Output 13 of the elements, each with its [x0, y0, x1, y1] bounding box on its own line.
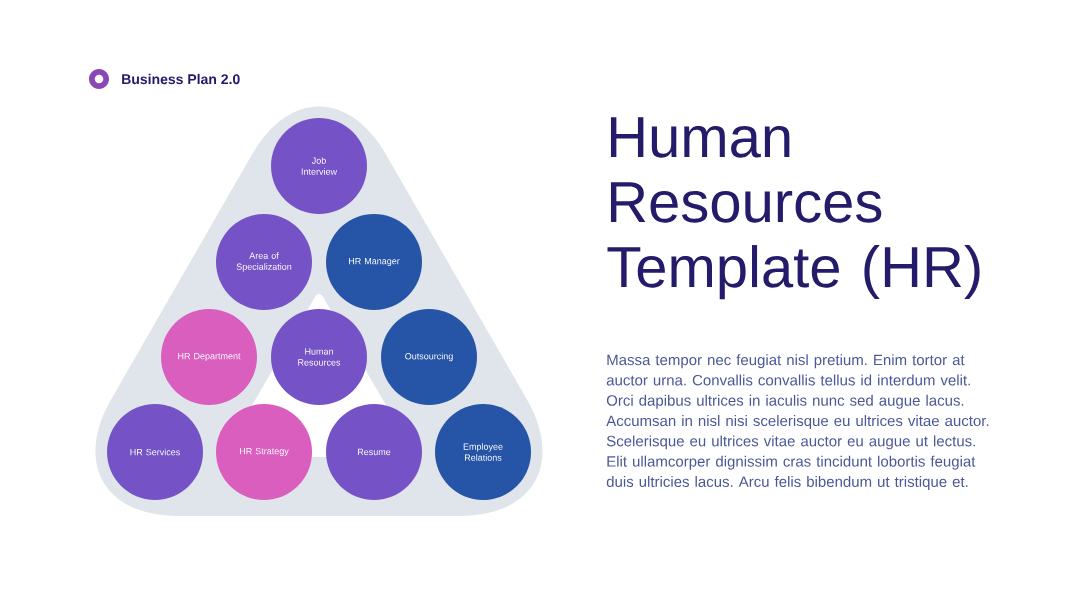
circle-label: Outsourcing — [405, 352, 453, 362]
circle-label: HR Department — [178, 352, 241, 361]
slide-title: Human Resources Template (HR) — [607, 117, 980, 300]
circle-label: Resume — [358, 448, 391, 456]
circle-label: HR Strategy — [240, 447, 289, 457]
circle-label: Job Interview — [301, 157, 338, 175]
circle-label: HR Manager — [349, 257, 400, 267]
circle-label: HR Services — [130, 448, 180, 456]
circle-label: Human Resources — [298, 348, 341, 366]
circle-label: Area of Specialization — [236, 252, 292, 272]
circle-label: Employee Relations — [463, 443, 503, 461]
body-text: Massa tempor nec feugiat nisl pretium. Enim tortor at auctor urna. Convallis convallis tellus id interdum velit. Orci dapibus ultrices in iaculis nunc sed augue lacus. Accumsan in nisl nisi scelerisque eu ultrices vitae auctor. Scelerisque eu ultrices vitae auctor eu augue ut lectus. Elit ullamcorper dignissim cras tincidunt lobortis feugiat duis ultricies lacus. Arcu felis bibendum ut tristique et. — [606, 354, 989, 490]
header-text: Business Plan 2.0 — [122, 73, 240, 85]
